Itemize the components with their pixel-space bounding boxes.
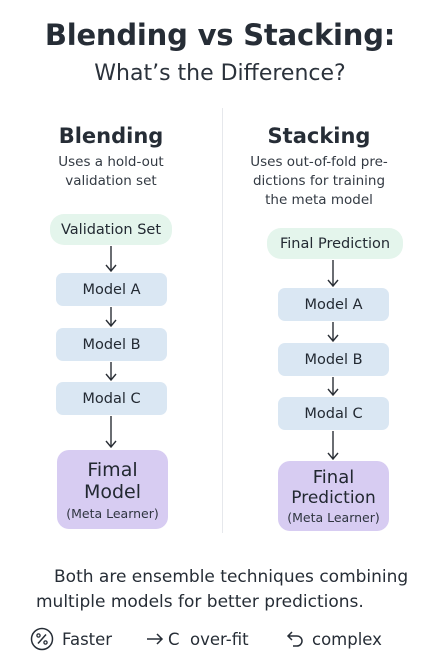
undo-arrow-icon [286, 630, 304, 648]
stacking-description: Uses out-of-fold pre- dictions for train… [223, 153, 415, 210]
percent-circle-icon [30, 627, 54, 651]
stacking-final-prediction-node: Final Prediction [267, 228, 403, 259]
legend-label: C over-fit [168, 629, 249, 649]
arrow-right-icon [146, 632, 164, 646]
final-sublabel: (Meta Learner) [66, 505, 159, 521]
node-label: Modal C [82, 390, 141, 407]
stacking-model-b-node: Model B [278, 343, 389, 376]
final-sublabel: (Meta Learner) [287, 509, 380, 525]
legend-item-overfit: C over-fit [146, 626, 249, 652]
final-label-line: Prediction [291, 487, 376, 508]
blending-desc-line: Uses a hold-out [58, 154, 164, 170]
node-label: Modal C [304, 405, 363, 422]
arrow-down-icon [105, 415, 117, 449]
arrow-down-icon [327, 430, 339, 461]
page-subtitle: What’s the Difference? [94, 61, 346, 86]
blending-heading: Blending [58, 124, 164, 148]
node-label: Final Prediction [279, 235, 391, 252]
final-label-line: Fimal [87, 458, 138, 481]
legend-item-faster: Faster [30, 626, 112, 652]
summary-text: Both are ensemble techniques combining m… [36, 565, 426, 615]
arrow-down-icon [327, 259, 339, 288]
stacking-model-c-node: Modal C [278, 397, 389, 430]
blending-description: Uses a hold-out validation set [0, 153, 222, 191]
blending-model-b-node: Model B [56, 328, 167, 361]
arrow-down-icon [105, 245, 117, 273]
legend-label: complex [312, 629, 382, 649]
node-label: Model B [304, 351, 363, 368]
stacking-desc-line: Uses out-of-fold pre- [250, 154, 388, 170]
arrow-down-icon [105, 306, 117, 328]
legend-item-complex: complex [286, 626, 382, 652]
stacking-final-prediction-meta-node: Final Prediction (Meta Learner) [278, 461, 389, 531]
arrow-down-icon [327, 321, 339, 343]
legend-label: Faster [62, 629, 113, 649]
node-label: Model A [82, 281, 141, 298]
arrow-down-icon [105, 361, 117, 382]
stacking-desc-line: dictions for training [252, 173, 386, 189]
page-title: Blending vs Stacking: [44, 18, 396, 52]
final-label-line: Model [83, 480, 142, 503]
node-label: Model B [82, 336, 141, 353]
summary-line: multiple models for better predictions. [36, 592, 364, 612]
stacking-heading: Stacking [267, 124, 371, 148]
summary-line: Both are ensemble techniques combining [54, 567, 409, 587]
blending-desc-line: validation set [65, 173, 157, 189]
node-label: Validation Set [60, 221, 162, 238]
node-label: Model A [304, 296, 363, 313]
final-label-line: Final [312, 466, 355, 488]
blending-final-model-node: Fimal Model (Meta Learner) [57, 450, 168, 529]
blending-model-c-node: Modal C [56, 382, 167, 415]
blending-model-a-node: Model A [56, 273, 167, 306]
stacking-desc-line: the meta model [265, 192, 373, 208]
blending-validation-set-node: Validation Set [50, 214, 172, 245]
column-divider [222, 108, 223, 533]
stacking-model-a-node: Model A [278, 288, 389, 321]
arrow-down-icon [327, 376, 339, 397]
